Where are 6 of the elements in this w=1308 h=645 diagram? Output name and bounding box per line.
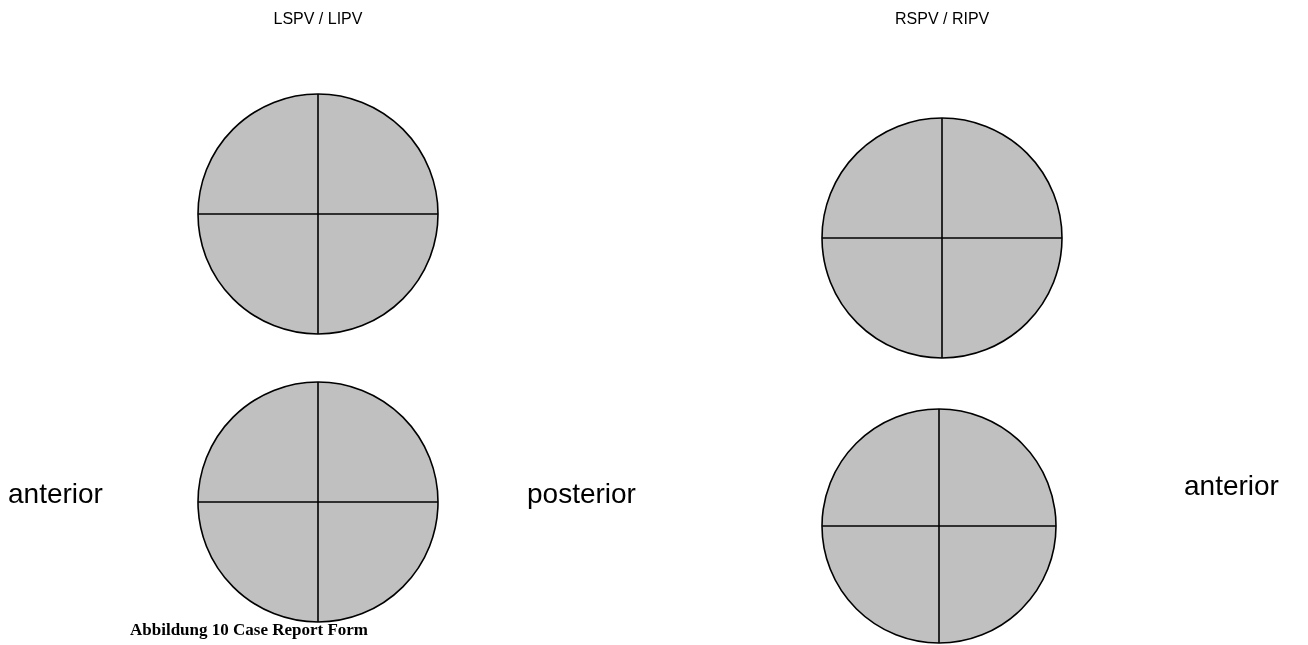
figure-caption: Abbildung 10 Case Report Form (130, 620, 368, 640)
view-label: anterior (1184, 470, 1279, 502)
vein-label: RSPV / RIPV (895, 10, 990, 28)
view-label: posterior (527, 478, 636, 510)
view-label: anterior (8, 478, 103, 510)
vein-label: LSPV / LIPV (273, 10, 363, 28)
